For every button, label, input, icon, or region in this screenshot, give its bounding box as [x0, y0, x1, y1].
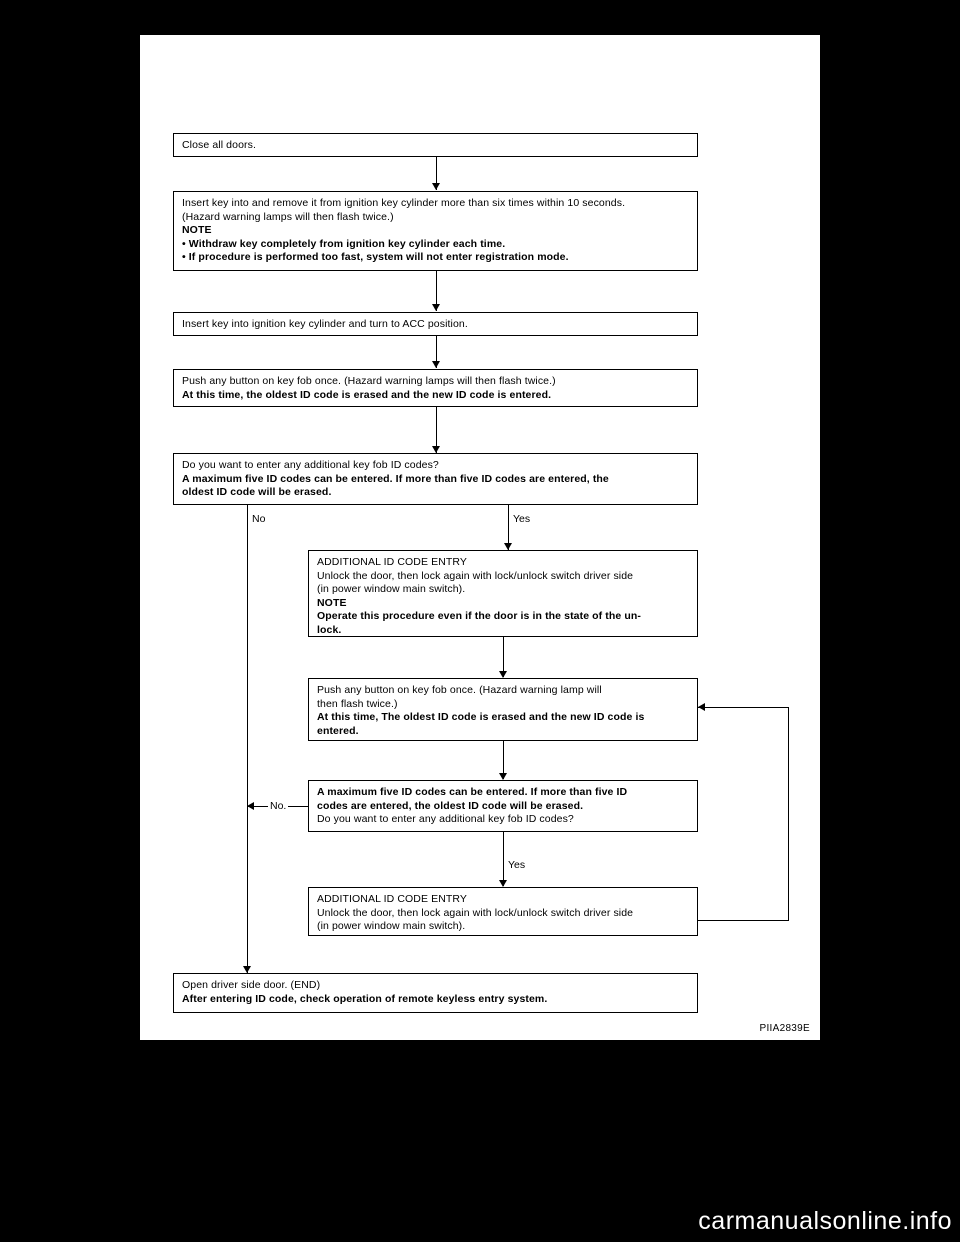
connector-6-7	[503, 637, 504, 677]
branch8-label-yes: Yes	[506, 859, 528, 871]
step7-line1: Push any button on key fob once. (Hazard…	[317, 684, 602, 696]
connector-2-3	[436, 271, 437, 311]
step2-line4: • Withdraw key completely from ignition …	[182, 237, 506, 250]
flow-decision-additional-codes: Do you want to enter any additional key …	[173, 453, 698, 505]
manual-page: Close all doors. Insert key into and rem…	[140, 35, 820, 1040]
step2-line3: NOTE	[182, 224, 212, 236]
step8-line3: Do you want to enter any additional key …	[317, 813, 574, 825]
branch-label-yes: Yes	[511, 513, 533, 525]
flow-step-additional-id-code-entry-2: ADDITIONAL ID CODE ENTRY Unlock the door…	[308, 887, 698, 936]
flow-step-close-all-doors: Close all doors.	[173, 133, 698, 157]
branch-yes-vertical-2	[508, 530, 509, 550]
branch8-yes-vertical	[503, 832, 504, 886]
flow-step-push-key-fob-button: Push any button on key fob once. (Hazard…	[173, 369, 698, 407]
step6-line1: ADDITIONAL ID CODE ENTRY	[317, 556, 468, 568]
connector-4-5	[436, 407, 437, 453]
flow-step-push-key-fob-button-2: Push any button on key fob once. (Hazard…	[308, 678, 698, 741]
step9-line1: ADDITIONAL ID CODE ENTRY	[317, 893, 468, 905]
flow-step-open-driver-door-end: Open driver side door. (END) After enter…	[173, 973, 698, 1013]
step8-line1: A maximum five ID codes can be entered. …	[317, 786, 628, 798]
step4-line2: At this time, the oldest ID code is eras…	[182, 388, 552, 401]
flow-step-additional-id-code-entry-1: ADDITIONAL ID CODE ENTRY Unlock the door…	[308, 550, 698, 637]
step6-line2: Unlock the door, then lock again with lo…	[317, 569, 634, 582]
step2-line1: Insert key into and remove it from ignit…	[182, 197, 626, 209]
connector-6-7-arrow	[499, 671, 507, 678]
step1-line1: Close all doors.	[182, 139, 256, 151]
connector-7-8-arrow	[499, 773, 507, 780]
figure-code: PIIA2839E	[759, 1023, 810, 1034]
step9-line2: Unlock the door, then lock again with lo…	[317, 906, 634, 919]
step10-line1: Open driver side door. (END)	[182, 979, 321, 991]
connector-3-4	[436, 336, 437, 368]
connector-3-4-arrow	[432, 361, 440, 368]
connector-1-2	[436, 157, 437, 190]
step5-line2: A maximum five ID codes can be entered. …	[182, 472, 609, 485]
branch8-yes-arrow	[499, 880, 507, 887]
site-watermark: carmanualsonline.info	[698, 1207, 952, 1235]
branch8-label-no: No.	[268, 800, 289, 812]
branch-yes-vertical	[508, 505, 509, 530]
step9-line3: (in power window main switch).	[317, 920, 466, 932]
step6-line6: lock.	[317, 623, 342, 636]
step5-line1: Do you want to enter any additional key …	[182, 459, 439, 471]
connector-2-3-arrow	[432, 304, 440, 311]
flow-step-turn-to-acc: Insert key into ignition key cylinder an…	[173, 312, 698, 336]
step5-line3: oldest ID code will be erased.	[182, 486, 332, 498]
step7-line2: then flash twice.)	[317, 697, 398, 710]
flow-decision-additional-codes-2: A maximum five ID codes can be entered. …	[308, 780, 698, 832]
registration-flowchart: Close all doors. Insert key into and rem…	[140, 35, 820, 1040]
step6-line4: NOTE	[317, 596, 347, 609]
loop-back-bottom	[698, 920, 788, 921]
step10-line2: After entering ID code, check operation …	[182, 992, 548, 1005]
step7-line4: entered.	[317, 724, 359, 737]
branch-no-arrow	[243, 966, 251, 973]
branch-label-no: No	[250, 513, 268, 525]
step8-line2: codes are entered, the oldest ID code wi…	[317, 799, 584, 812]
step7-line3: At this time, The oldest ID code is eras…	[317, 711, 645, 723]
connector-7-8	[503, 741, 504, 779]
connector-1-2-arrow	[432, 183, 440, 190]
loop-back-arrow	[698, 703, 705, 711]
loop-back-top	[698, 707, 789, 708]
step6-line5: Operate this procedure even if the door …	[317, 610, 641, 622]
loop-back-right	[788, 707, 789, 921]
step3-line1: Insert key into ignition key cylinder an…	[182, 318, 468, 330]
connector-4-5-arrow	[432, 446, 440, 453]
branch-no-vertical	[247, 505, 248, 973]
step2-line2: (Hazard warning lamps will then flash tw…	[182, 210, 394, 223]
branch8-no-arrow	[247, 802, 254, 810]
flow-step-insert-remove-key: Insert key into and remove it from ignit…	[173, 191, 698, 271]
step6-line3: (in power window main switch).	[317, 583, 466, 595]
step2-line5: • If procedure is performed too fast, sy…	[182, 251, 569, 263]
step4-line1: Push any button on key fob once. (Hazard…	[182, 375, 556, 387]
branch-yes-arrow	[504, 543, 512, 550]
